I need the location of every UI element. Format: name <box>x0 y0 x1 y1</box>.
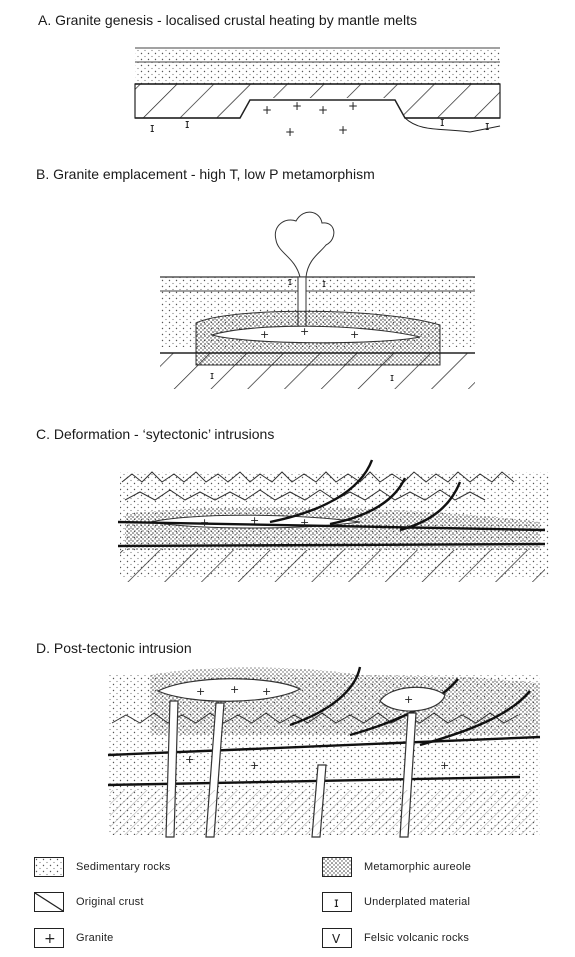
svg-text:+: + <box>230 683 239 696</box>
sedimentary-swatch <box>34 857 64 877</box>
legend-item-sedimentary: Sedimentary rocks <box>34 857 171 877</box>
legend-label-aureole: Metamorphic aureole <box>364 861 471 873</box>
svg-text:+: + <box>250 759 259 772</box>
svg-text:+: + <box>200 516 209 529</box>
svg-text:+: + <box>318 103 328 117</box>
legend-item-volcanic: V Felsic volcanic rocks <box>322 928 469 948</box>
volcanic-plume <box>275 212 334 277</box>
volcanic-swatch: V <box>322 928 352 948</box>
panel-c-title: C. Deformation - ‘sytectonic’ intrusions <box>36 426 274 442</box>
legend-label-sedimentary: Sedimentary rocks <box>76 861 171 873</box>
original-crust <box>160 353 475 389</box>
svg-text:V: V <box>332 932 341 946</box>
svg-text:ɪ: ɪ <box>485 119 489 133</box>
legend-label-crust: Original crust <box>76 896 144 908</box>
svg-text:ɪ: ɪ <box>322 277 326 290</box>
legend-label-underplated: Underplated material <box>364 896 470 908</box>
panel-d-diagram: + + + + + + + <box>0 665 575 840</box>
legend-label-volcanic: Felsic volcanic rocks <box>364 932 469 944</box>
legend-label-granite: Granite <box>76 932 113 944</box>
svg-text:ɪ: ɪ <box>334 896 339 911</box>
svg-text:ɪ: ɪ <box>440 115 444 129</box>
original-crust <box>110 790 535 835</box>
svg-text:+: + <box>300 325 309 338</box>
svg-text:+: + <box>338 123 348 137</box>
sedimentary-layer <box>135 48 500 84</box>
svg-text:ɪ: ɪ <box>210 369 214 382</box>
aureole-swatch <box>322 857 352 877</box>
underplated-swatch: ɪ <box>322 892 352 912</box>
panel-c-diagram: + + + <box>0 452 575 592</box>
svg-text:ɪ: ɪ <box>150 121 154 135</box>
legend-item-granite: + Granite <box>34 928 113 948</box>
svg-text:ɪ: ɪ <box>288 275 292 288</box>
svg-text:+: + <box>250 514 259 527</box>
legend-item-underplated: ɪ Underplated material <box>322 892 470 912</box>
crust-swatch <box>34 892 64 912</box>
panel-a-title: A. Granite genesis - localised crustal h… <box>38 12 417 28</box>
svg-text:+: + <box>292 99 302 113</box>
svg-text:+: + <box>300 516 309 529</box>
svg-text:+: + <box>260 328 269 341</box>
panel-d-title: D. Post-tectonic intrusion <box>36 640 192 656</box>
svg-text:+: + <box>440 759 449 772</box>
svg-text:+: + <box>196 685 205 698</box>
svg-text:+: + <box>285 125 295 139</box>
svg-text:+: + <box>185 753 194 766</box>
svg-text:+: + <box>348 99 358 113</box>
svg-text:+: + <box>350 328 359 341</box>
svg-text:+: + <box>44 931 56 947</box>
svg-text:ɪ: ɪ <box>390 371 394 384</box>
original-crust <box>120 550 545 582</box>
panel-b-diagram: + + + ɪ ɪ ɪ ɪ <box>0 195 575 405</box>
panel-b-title: B. Granite emplacement - high T, low P m… <box>36 166 375 182</box>
svg-text:+: + <box>262 685 271 698</box>
svg-text:+: + <box>404 693 413 706</box>
svg-text:ɪ: ɪ <box>185 117 189 131</box>
svg-text:+: + <box>262 103 272 117</box>
granite-swatch: + <box>34 928 64 948</box>
legend-item-aureole: Metamorphic aureole <box>322 857 471 877</box>
legend-item-crust: Original crust <box>34 892 144 912</box>
